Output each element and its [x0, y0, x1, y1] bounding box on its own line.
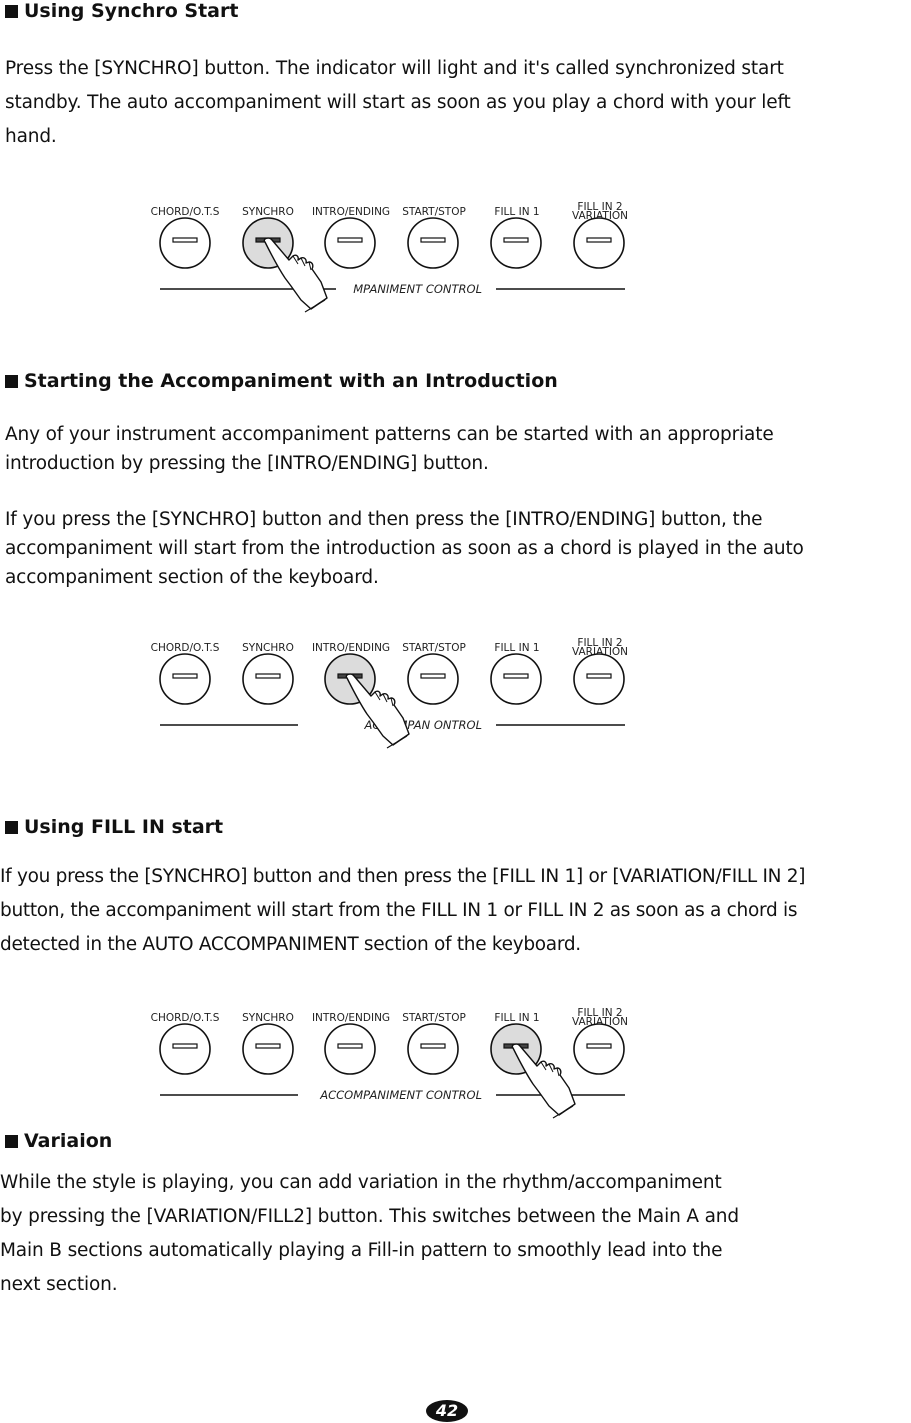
button-indicator-led	[503, 673, 529, 679]
panel-button[interactable]	[242, 1023, 294, 1075]
section-heading-fill-in-start: Using FILL IN start	[5, 816, 223, 838]
panel-button[interactable]	[324, 1023, 376, 1075]
pointing-hand-icon	[511, 1043, 576, 1119]
panel-button[interactable]	[573, 653, 625, 705]
text-line: next section.	[0, 1274, 118, 1295]
text-line: If you press the [SYNCHRO] button and th…	[0, 866, 806, 887]
paragraph: Press the [SYNCHRO] button. The indicato…	[5, 52, 791, 154]
button-indicator-led	[586, 1043, 612, 1049]
button-indicator-led	[586, 237, 612, 243]
button-indicator-led	[337, 1043, 363, 1049]
accompaniment-control-panel: CHORD/O.T.S SYNCHRO INTRO/ENDING START/STOP…	[151, 1007, 628, 1119]
text-line: accompaniment will start from the introd…	[5, 538, 804, 559]
button-indicator-led	[172, 1043, 198, 1049]
paragraph: If you press the [SYNCHRO] button and th…	[0, 860, 805, 962]
text-line: accompaniment section of the keyboard.	[5, 567, 379, 588]
button-label: FILL IN 1	[494, 1012, 539, 1024]
heading-text: Starting the Accompaniment with an Intro…	[24, 370, 558, 392]
heading-text: Using FILL IN start	[24, 816, 224, 838]
button-indicator-led	[420, 237, 446, 243]
panel-button[interactable]	[159, 1023, 211, 1075]
text-line: standby. The auto accompaniment will sta…	[5, 92, 791, 113]
button-label: INTRO/ENDING	[312, 206, 390, 218]
heading-text: Using Synchro Start	[24, 0, 239, 22]
button-indicator-led	[255, 673, 281, 679]
button-indicator-led	[337, 237, 363, 243]
section-heading-variation: Variaion	[5, 1130, 112, 1152]
text-line: Main B sections automatically playing a …	[0, 1240, 723, 1261]
button-label: SYNCHRO	[242, 206, 294, 218]
text-line: While the style is playing, you can add …	[0, 1172, 722, 1193]
panel-button[interactable]	[407, 217, 459, 269]
panel-button[interactable]	[159, 217, 211, 269]
button-label: SYNCHRO	[242, 642, 294, 654]
button-indicator-led	[420, 1043, 446, 1049]
button-label: CHORD/O.T.S	[151, 206, 220, 218]
paragraph: Any of your instrument accompaniment pat…	[5, 420, 774, 478]
text-line: button, the accompaniment will start fro…	[0, 900, 798, 921]
square-bullet-icon	[5, 374, 18, 388]
button-indicator-led	[172, 237, 198, 243]
panel-button[interactable]	[490, 653, 542, 705]
section-heading-synchro-start: Using Synchro Start	[5, 0, 238, 22]
button-label: FILL IN 2	[577, 201, 622, 213]
button-indicator-led	[172, 673, 198, 679]
text-line: If you press the [SYNCHRO] button and th…	[5, 509, 763, 530]
button-label: FILL IN 2	[577, 1007, 622, 1019]
button-indicator-led	[586, 673, 612, 679]
button-label: FILL IN 1	[494, 642, 539, 654]
text-line: by pressing the [VARIATION/FILL2] button…	[0, 1206, 739, 1227]
text-line: introduction by pressing the [INTRO/ENDI…	[5, 453, 489, 474]
button-label: SYNCHRO	[242, 1012, 294, 1024]
panel-button[interactable]	[324, 217, 376, 269]
square-bullet-icon	[5, 820, 18, 834]
button-label: FILL IN 2	[577, 637, 622, 649]
button-label: VARIATION	[572, 210, 628, 222]
button-indicator-led	[255, 1043, 281, 1049]
panel-button[interactable]	[159, 653, 211, 705]
button-label: START/STOP	[402, 1012, 466, 1024]
text-line: hand.	[5, 126, 57, 147]
button-indicator-led	[420, 673, 446, 679]
pointing-hand-icon	[263, 237, 328, 313]
accompaniment-control-panel: CHORD/O.T.S SYNCHRO INTRO/ENDING START/STOP…	[151, 201, 628, 313]
panel-button[interactable]	[407, 653, 459, 705]
accompaniment-control-panel: CHORD/O.T.S SYNCHRO INTRO/ENDING START/STOP…	[151, 637, 628, 749]
pointing-hand-icon	[345, 673, 410, 749]
text-line: detected in the AUTO ACCOMPANIMENT secti…	[0, 934, 581, 955]
button-label: FILL IN 1	[494, 206, 539, 218]
button-label: START/STOP	[402, 642, 466, 654]
button-label: VARIATION	[572, 1016, 628, 1028]
paragraph: If you press the [SYNCHRO] button and th…	[5, 505, 804, 592]
square-bullet-icon	[5, 1134, 18, 1148]
button-label: INTRO/ENDING	[312, 642, 390, 654]
heading-text: Variaion	[24, 1130, 113, 1152]
panel-button[interactable]	[573, 1023, 625, 1075]
panel-button[interactable]	[242, 653, 294, 705]
button-label: CHORD/O.T.S	[151, 642, 220, 654]
panel-button[interactable]	[490, 217, 542, 269]
button-label: INTRO/ENDING	[312, 1012, 390, 1024]
control-section-label: MPANIMENT CONTROL	[353, 282, 482, 296]
square-bullet-icon	[5, 4, 18, 18]
paragraph: While the style is playing, you can add …	[0, 1166, 739, 1302]
text-line: Any of your instrument accompaniment pat…	[5, 424, 774, 445]
text-line: Press the [SYNCHRO] button. The indicato…	[5, 58, 784, 79]
panel-button[interactable]	[573, 217, 625, 269]
button-label: CHORD/O.T.S	[151, 1012, 220, 1024]
button-label: VARIATION	[572, 646, 628, 658]
control-section-label: ACCOMPANIMENT CONTROL	[319, 1088, 482, 1102]
panel-button[interactable]	[407, 1023, 459, 1075]
page-number: 42	[426, 1400, 468, 1422]
section-heading-introduction: Starting the Accompaniment with an Intro…	[5, 370, 558, 392]
button-indicator-led	[503, 237, 529, 243]
button-label: START/STOP	[402, 206, 466, 218]
